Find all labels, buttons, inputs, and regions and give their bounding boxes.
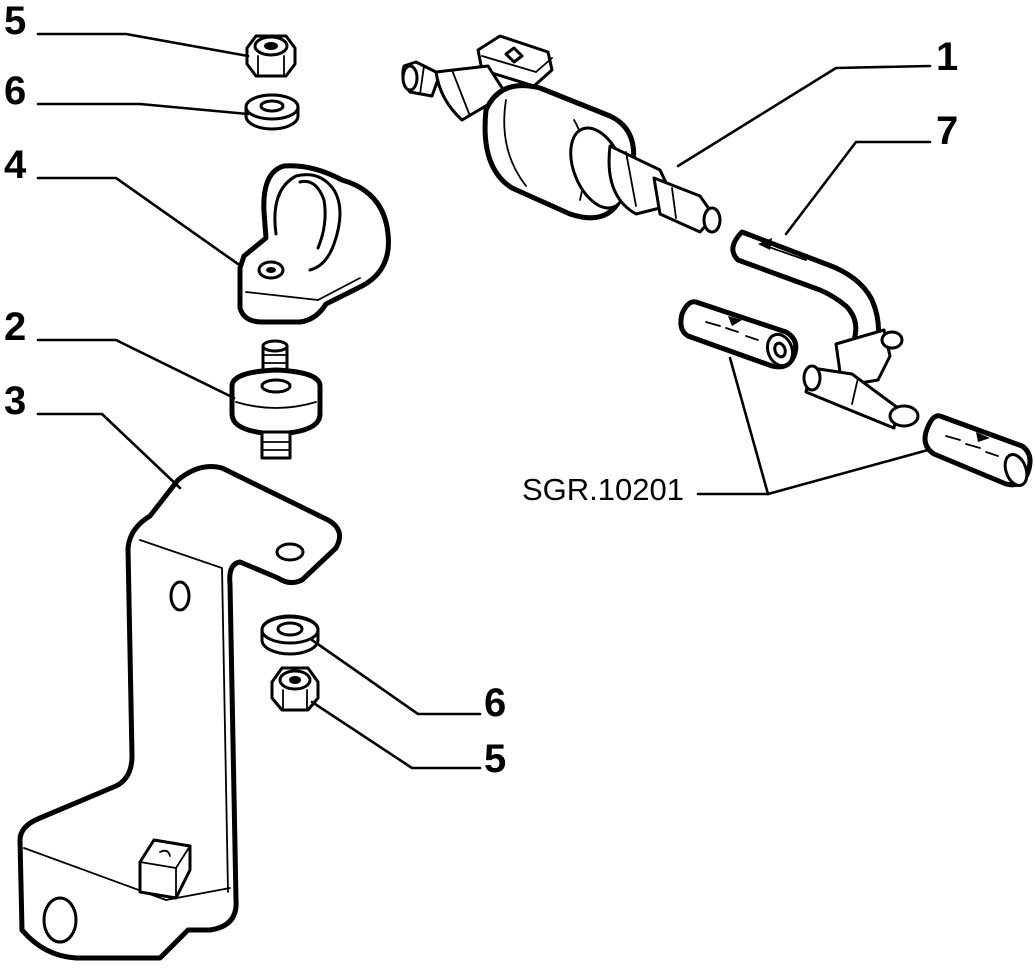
part-rubber-mount [229,339,323,460]
part-nut-bottom [270,666,320,712]
part-nut-top [245,34,297,78]
callout-top-nut: 5 [4,0,26,43]
callout-clamp: 4 [4,143,27,187]
part-hose-sleeve-lower [922,413,1033,488]
part-hose-sleeve-upper [678,299,799,370]
part-fuel-pump [401,34,722,234]
part-fuel-pipe [730,229,920,430]
part-pipe-clamp [237,163,391,325]
part-washer-top [244,93,300,131]
callout-mount: 2 [4,305,26,349]
reference-code-label: SGR.10201 [522,472,684,507]
callout-bracket: 3 [4,379,26,423]
part-mounting-bracket [17,464,343,961]
callout-top-washer: 6 [4,69,26,113]
callout-pump: 1 [936,35,958,79]
callout-bottom-washer: 6 [484,681,506,725]
leader-lines [36,32,932,770]
callout-pipe: 7 [936,109,958,153]
callout-bottom-nut: 5 [484,737,506,781]
part-washer-bottom [260,614,320,656]
